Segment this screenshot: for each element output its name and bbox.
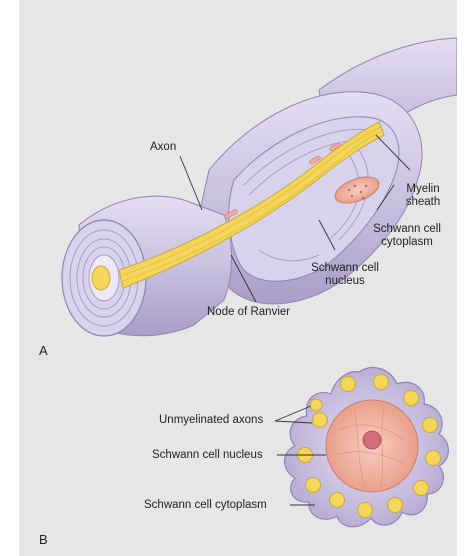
label-unmyelinated-axons: Unmyelinated axons — [159, 414, 263, 427]
label-schwann-cytoplasm-line2: cytoplasm — [364, 236, 450, 249]
panel-letter-a: A — [39, 343, 48, 358]
label-myelin-sheath-line1: Myelin — [398, 183, 448, 196]
figure-drawing — [19, 0, 457, 556]
label-axon: Axon — [150, 141, 176, 154]
label-myelin-sheath-line2: sheath — [398, 196, 448, 209]
label-schwann-cell-cytoplasm: Schwann cell cytoplasm — [144, 499, 267, 512]
label-schwann-nucleus-line1: Schwann cell — [302, 262, 388, 275]
axon-cross-section — [92, 266, 110, 290]
panel-letter-b: B — [39, 532, 48, 547]
label-schwann-cytoplasm-line1: Schwann cell — [364, 223, 450, 236]
nucleolus — [363, 431, 381, 449]
label-node-of-ranvier: Node of Ranvier — [207, 306, 290, 319]
figure-panel: Axon Myelin sheath Schwann cell cytoplas… — [19, 0, 457, 556]
label-schwann-cell-nucleus: Schwann cell nucleus — [152, 449, 263, 462]
label-schwann-nucleus-line2: nucleus — [302, 275, 388, 288]
unmyelinated-fiber-illustration — [275, 368, 448, 527]
